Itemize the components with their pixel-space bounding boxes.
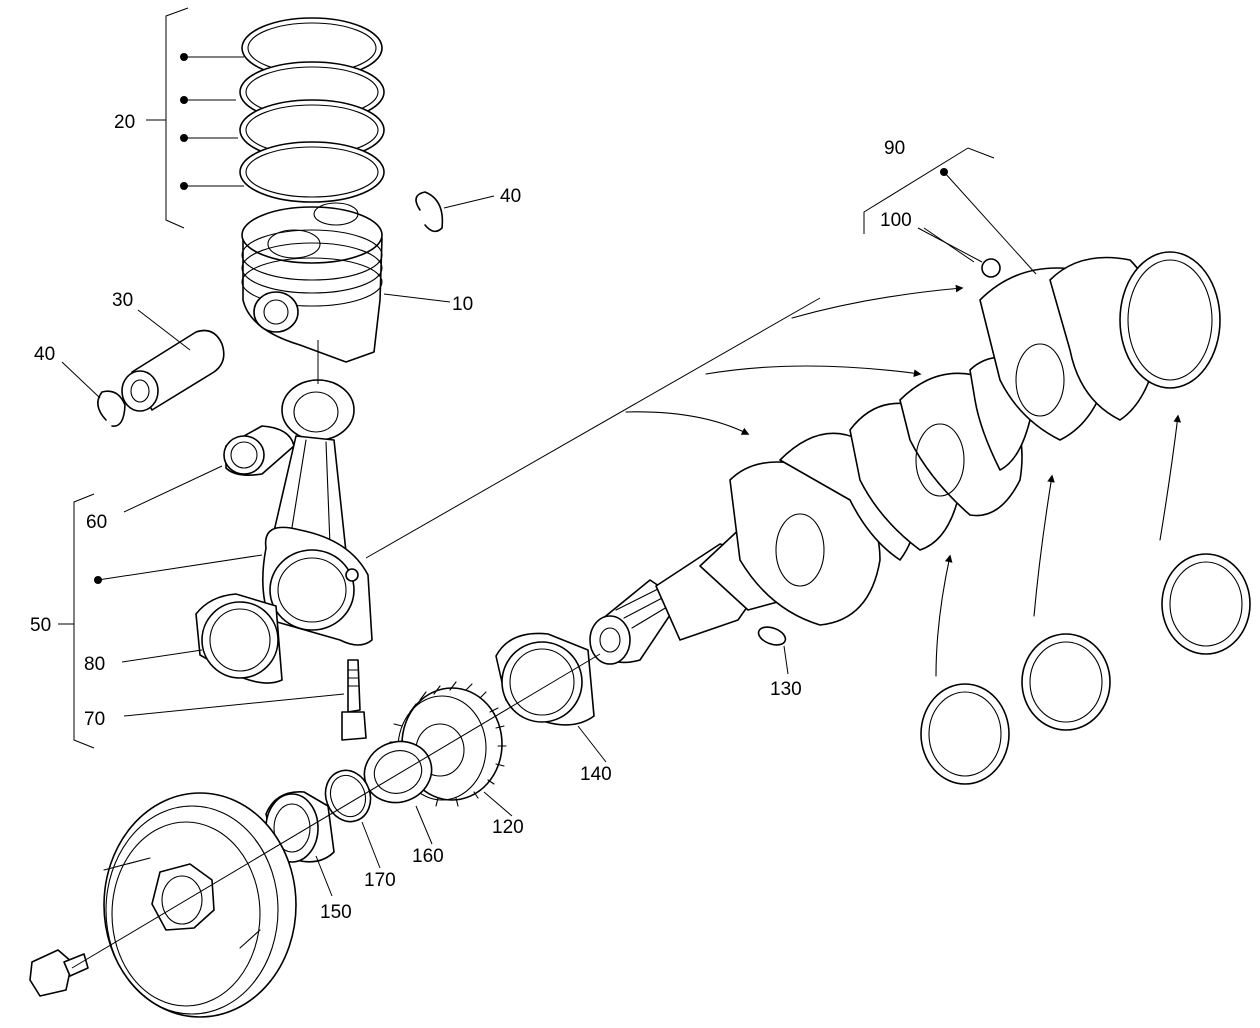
callouts: 10 20 30 40 40 50 60 70 80 90 100 120 13… [30, 112, 912, 923]
center-lines [71, 297, 821, 969]
callout-rod-bearing: 80 [84, 654, 105, 675]
callout-snap-ring-right: 40 [500, 186, 521, 207]
assembly-arrows [625, 284, 1182, 677]
callout-rod-bolt: 70 [84, 709, 105, 730]
thrust-washer [363, 740, 433, 804]
callout-main-bearing: 140 [580, 764, 612, 785]
callout-piston: 10 [452, 294, 473, 315]
callout-snap-ring-left: 40 [34, 344, 55, 365]
callout-ring-set: 20 [114, 112, 135, 133]
snap-ring-right [415, 191, 444, 233]
piston [241, 202, 383, 363]
callout-small-end-bushing: 60 [86, 512, 107, 533]
connecting-rod [262, 379, 373, 646]
plug [981, 258, 1001, 278]
callout-crankshaft: 90 [884, 138, 905, 159]
callout-timing-gear: 120 [492, 817, 524, 838]
callout-o-ring: 170 [364, 870, 396, 891]
ring-set-bracket [146, 7, 244, 229]
main-bearing-front [495, 632, 595, 726]
callout-plug: 100 [880, 210, 912, 231]
crankshaft [589, 251, 1221, 665]
small-end-bushing [223, 425, 295, 476]
callout-thrust-washer: 160 [412, 846, 444, 867]
pulley [103, 792, 297, 1018]
callout-rod-assembly: 50 [30, 615, 51, 636]
callout-piston-pin: 30 [112, 290, 133, 311]
rod-bolt [341, 659, 367, 741]
main-bearing-2 [920, 683, 1010, 785]
rod-assembly-bracket [58, 493, 263, 749]
piston-rings [239, 17, 385, 203]
leader-lines [61, 195, 975, 897]
piston-pin [121, 329, 225, 412]
o-ring [324, 769, 372, 823]
crankshaft-bracket [863, 147, 1037, 275]
pulley-bolt [29, 949, 89, 997]
callout-spacer: 150 [320, 902, 352, 923]
key [757, 626, 787, 646]
callout-key: 130 [770, 679, 802, 700]
main-bearing-3 [1021, 633, 1111, 731]
main-bearing-4 [1161, 553, 1251, 655]
rod-bearing [195, 593, 283, 684]
snap-ring-left [97, 390, 126, 427]
